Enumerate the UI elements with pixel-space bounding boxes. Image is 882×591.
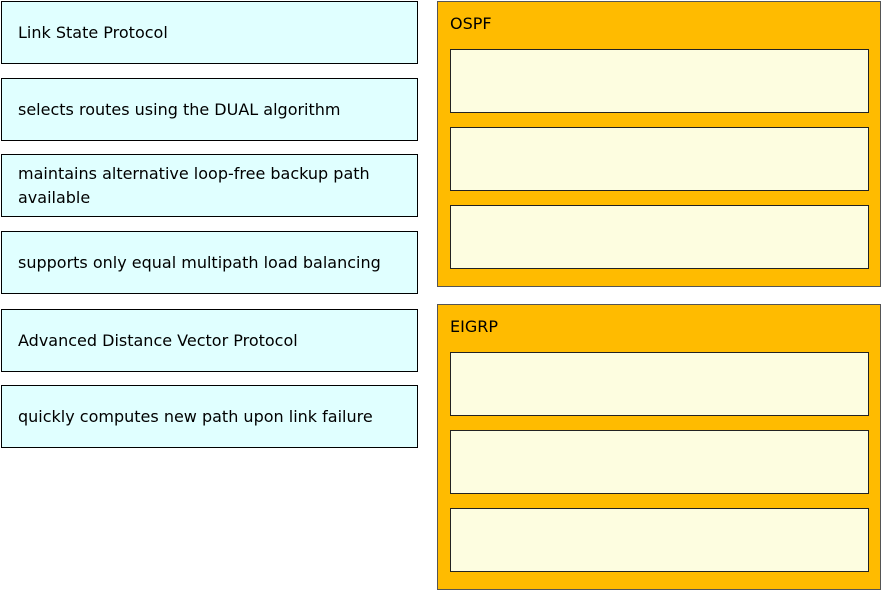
source-item-label: Advanced Distance Vector Protocol xyxy=(18,330,298,350)
source-item-loop-free-backup[interactable]: maintains alternative loop-free backup p… xyxy=(1,154,418,217)
source-item-link-state-protocol[interactable]: Link State Protocol xyxy=(1,1,418,64)
target-group-label: OSPF xyxy=(450,14,492,33)
source-item-label: supports only equal multipath load balan… xyxy=(18,252,381,272)
target-group-ospf: OSPF xyxy=(437,1,881,287)
ospf-drop-slot-3[interactable] xyxy=(450,205,869,269)
source-item-equal-multipath[interactable]: supports only equal multipath load balan… xyxy=(1,231,418,294)
ospf-drop-slot-1[interactable] xyxy=(450,49,869,113)
target-group-eigrp: EIGRP xyxy=(437,304,881,590)
ospf-drop-slot-2[interactable] xyxy=(450,127,869,191)
source-item-quick-path-compute[interactable]: quickly computes new path upon link fail… xyxy=(1,385,418,448)
source-item-label: maintains alternative loop-free backup p… xyxy=(18,163,370,207)
source-item-label: quickly computes new path upon link fail… xyxy=(18,406,373,426)
eigrp-drop-slot-3[interactable] xyxy=(450,508,869,572)
eigrp-drop-slot-1[interactable] xyxy=(450,352,869,416)
source-item-dual-algorithm[interactable]: selects routes using the DUAL algorithm xyxy=(1,78,418,141)
source-item-label: Link State Protocol xyxy=(18,22,168,42)
eigrp-drop-slot-2[interactable] xyxy=(450,430,869,494)
source-item-label: selects routes using the DUAL algorithm xyxy=(18,99,341,119)
target-group-label: EIGRP xyxy=(450,317,498,336)
source-item-advanced-distance-vector[interactable]: Advanced Distance Vector Protocol xyxy=(1,309,418,372)
